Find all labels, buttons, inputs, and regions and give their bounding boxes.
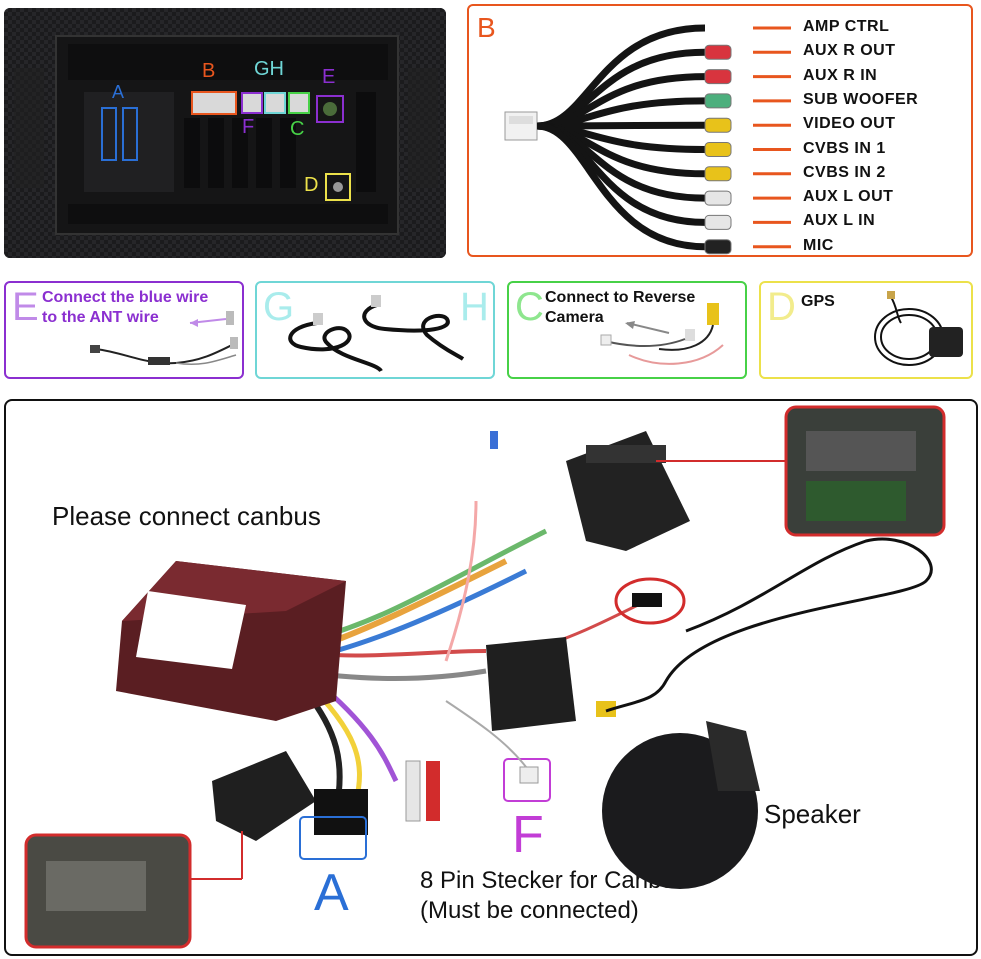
rca-wire-label: MIC <box>803 236 834 254</box>
canbus-instruction: Please connect canbus <box>52 501 321 531</box>
head-unit-label-b: B <box>202 60 216 82</box>
main-harness-drawing <box>24 405 946 949</box>
rca-plug <box>704 190 732 206</box>
rca-wire-label: CVBS IN 2 <box>803 163 886 181</box>
gps-antenna-drawing <box>874 291 963 366</box>
head-unit-label-a: A <box>112 82 125 102</box>
head-unit-label-gh: GH <box>254 58 284 80</box>
panel-e-line1: Connect the blue wire <box>42 289 209 306</box>
stecker-line2: (Must be connected) <box>420 897 639 924</box>
panel-c-line1: Connect to Reverse <box>545 289 696 306</box>
head-unit-label-e: E <box>322 66 336 88</box>
head-unit-label-f: F <box>242 116 255 138</box>
usb-cables-drawing <box>288 295 465 373</box>
rca-plug <box>704 142 732 157</box>
panel-c-letter: C <box>515 285 544 329</box>
rca-plug <box>704 117 732 133</box>
panel-d-label: GPS <box>801 293 835 310</box>
panel-gh-usb-cables: G H <box>255 281 495 379</box>
panel-b-letter: B <box>477 12 496 43</box>
main-letter-f: F <box>512 806 544 864</box>
head-unit-back-panel <box>4 8 446 258</box>
speaker-label: Speaker <box>764 799 861 829</box>
rca-plug <box>704 69 732 85</box>
panel-e-line2: to the ANT wire <box>42 309 159 326</box>
panel-h-letter: H <box>460 285 489 329</box>
panel-d-letter: D <box>767 285 796 329</box>
main-letter-a: A <box>314 864 349 922</box>
rca-wire-label: AUX L IN <box>803 212 876 230</box>
rca-harness-drawing <box>504 24 791 255</box>
rca-wire-label: AUX L OUT <box>803 188 894 206</box>
panel-g-letter: G <box>263 285 295 329</box>
rca-wire-label: VIDEO OUT <box>803 115 896 133</box>
head-unit-label-c: C <box>290 118 305 140</box>
rca-plug <box>704 214 732 230</box>
head-unit-photo: A B GH E F C D <box>4 8 446 258</box>
rca-plug <box>704 239 732 255</box>
rca-plug <box>704 44 732 60</box>
panel-e-letter: E <box>12 285 39 329</box>
rca-wire-label: CVBS IN 1 <box>803 139 886 157</box>
rca-plug <box>704 93 732 109</box>
rca-wire <box>536 122 706 251</box>
panel-c-reverse-camera: C Connect to Reverse Camera <box>507 281 747 379</box>
rca-plug <box>704 166 732 182</box>
reverse-camera-cable-drawing <box>600 303 724 365</box>
rca-wire-label: AUX R IN <box>803 66 878 84</box>
antenna-adapter-drawing <box>90 311 238 366</box>
panel-main-harness: Please connect canbus Speaker A F 8 Pin … <box>4 399 978 956</box>
rca-wire-label: SUB WOOFER <box>803 90 919 108</box>
panel-e-antenna: E Connect the blue wire to the ANT wire <box>4 281 244 379</box>
panel-d-gps: D GPS <box>759 281 973 379</box>
rca-wire-label: AUX R OUT <box>803 42 896 60</box>
panel-b-rca-harness: B AMP CTRL AUX R OUT AUX R IN SUB WOOFER VID… <box>467 4 973 257</box>
head-unit-label-d: D <box>304 174 319 196</box>
rca-wire-label: AMP CTRL <box>803 18 890 35</box>
panel-c-line2: Camera <box>545 309 604 326</box>
